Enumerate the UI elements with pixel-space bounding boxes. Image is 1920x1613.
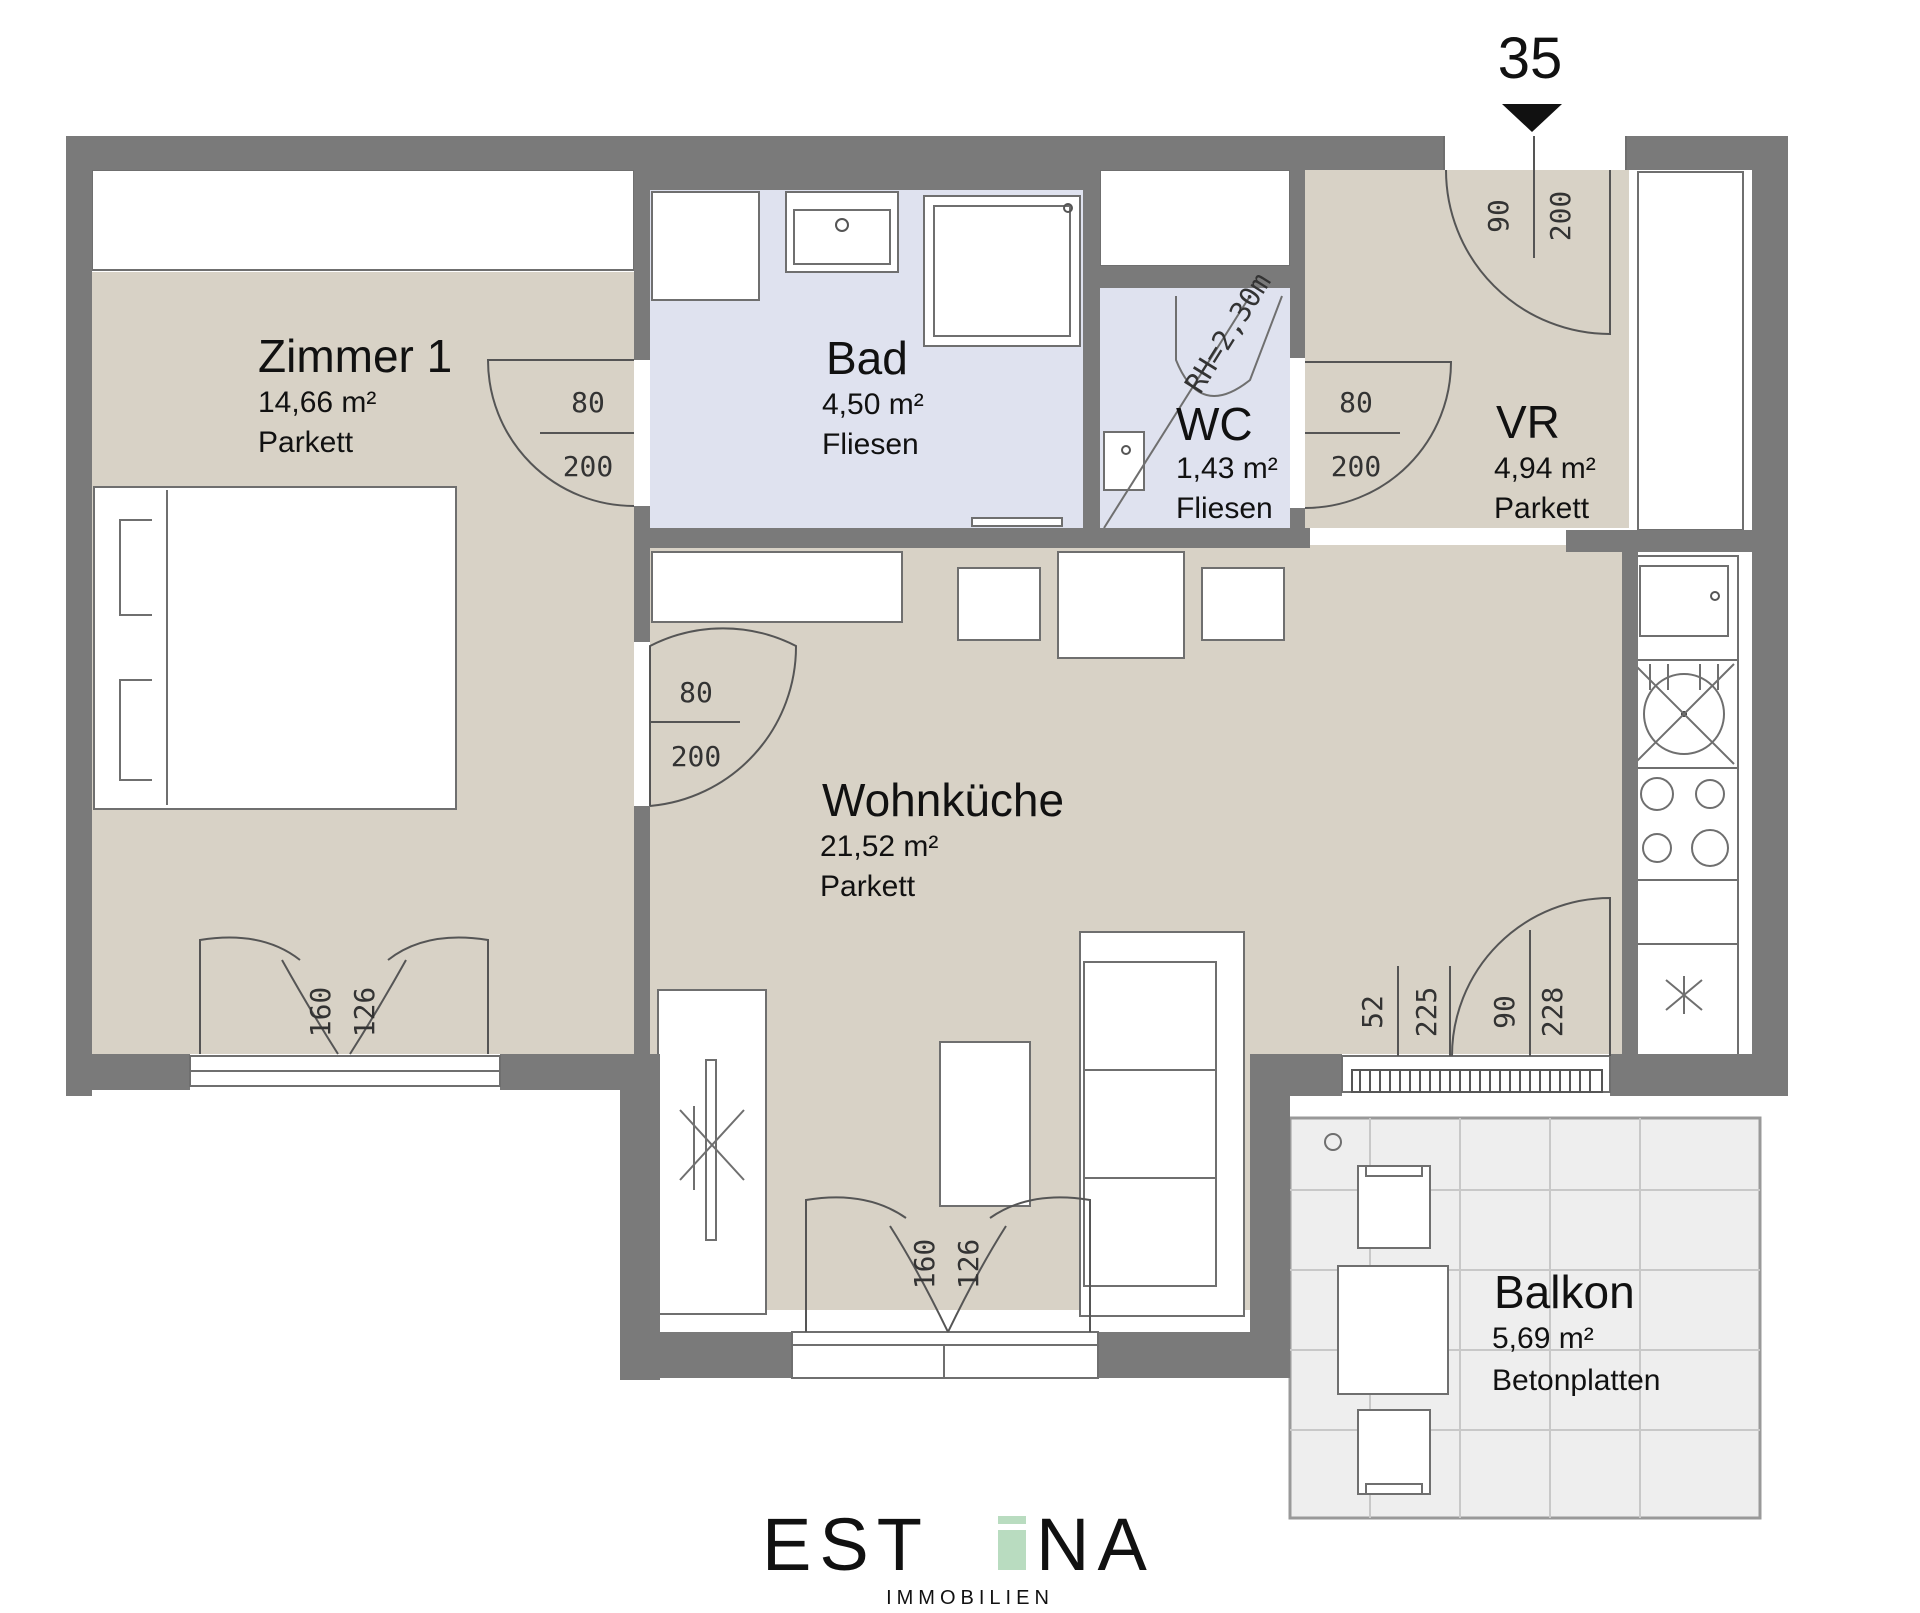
furniture (91, 169, 1744, 1495)
estina-logo: EST NA IMMOBILIEN (762, 1503, 1155, 1609)
room-name: Bad (826, 332, 908, 384)
room-label-wc: WC 1,43 m² Fliesen (1176, 398, 1278, 525)
dim-zimmer-window-h: 126 (348, 987, 381, 1038)
entrance-arrow-icon (1502, 104, 1562, 132)
floor-vr (1305, 170, 1629, 528)
room-area: 5,69 m² (1492, 1322, 1594, 1355)
room-area: 4,50 m² (822, 388, 924, 421)
room-name: Balkon (1494, 1266, 1635, 1318)
room-name: VR (1496, 396, 1560, 448)
logo-accent-icon (998, 1530, 1026, 1570)
door-swings (199, 136, 1611, 1333)
balkon-chair-2 (1357, 1409, 1431, 1495)
room-name: Wohnküche (822, 774, 1064, 826)
room-floor: Parkett (258, 426, 354, 459)
kitchen-counter (1629, 555, 1739, 1057)
dim-wc-door-w: 80 (1339, 386, 1373, 419)
room-area: 4,94 m² (1494, 452, 1596, 485)
balkon-table (1337, 1265, 1449, 1395)
wc-cabinet (1099, 169, 1291, 267)
room-floor: Fliesen (822, 428, 919, 461)
dining-table (1057, 551, 1185, 659)
room-floor: Betonplatten (1492, 1364, 1660, 1397)
room-floor: Fliesen (1176, 492, 1273, 525)
dim-wohn-window-w: 160 (908, 1239, 941, 1290)
sideboard (651, 551, 903, 623)
dim-balcony-door-w: 90 (1488, 995, 1521, 1029)
coffee-table (939, 1041, 1031, 1207)
logo-sub: IMMOBILIEN (886, 1587, 1054, 1609)
dim-balcony-window-w: 52 (1356, 995, 1389, 1029)
dim-zimmer-window-w: 160 (304, 987, 337, 1038)
dim-kitchen-door-h: 200 (671, 740, 722, 773)
walls (66, 136, 1788, 1380)
room-label-zimmer: Zimmer 1 14,66 m² Parkett (258, 330, 452, 459)
vr-wardrobe (1637, 171, 1744, 531)
logo-right: NA (1036, 1503, 1155, 1586)
room-area: 21,52 m² (820, 830, 938, 863)
dim-entrance-h: 200 (1544, 191, 1577, 242)
floor-wohnkueche (650, 545, 1622, 1310)
room-label-bad: Bad 4,50 m² Fliesen (822, 332, 924, 461)
room-floor: Parkett (820, 870, 916, 903)
room-label-wohnkueche: Wohnküche 21,52 m² Parkett (820, 774, 1064, 903)
dim-balcony-window-h: 225 (1410, 987, 1443, 1038)
room-name: WC (1176, 398, 1253, 450)
shower (923, 195, 1081, 347)
bad-rail (971, 517, 1063, 527)
toilet-tank (1103, 431, 1145, 491)
dim-balcony-door-h: 228 (1536, 987, 1569, 1038)
room-area: 14,66 m² (258, 386, 376, 419)
room-name: Zimmer 1 (258, 330, 452, 382)
dim-zimmer-door-h: 200 (563, 450, 614, 483)
bad-cabinet (651, 191, 760, 301)
chair-2 (1201, 567, 1285, 641)
chair-1 (957, 567, 1041, 641)
wardrobe (91, 169, 635, 271)
dim-zimmer-door-w: 80 (571, 386, 605, 419)
dim-entrance-w: 90 (1482, 199, 1515, 233)
sofa (1079, 931, 1245, 1317)
windows (189, 136, 1627, 1379)
tv-lowboard (657, 989, 767, 1315)
entrance-number: 35 (1498, 26, 1563, 91)
dim-wc-door-h: 200 (1331, 450, 1382, 483)
room-label-balkon: Balkon 5,69 m² Betonplatten (1492, 1266, 1660, 1397)
balkon-chair-1 (1357, 1165, 1431, 1249)
dim-kitchen-door-w: 80 (679, 676, 713, 709)
room-area: 1,43 m² (1176, 452, 1278, 485)
room-label-vr: VR 4,94 m² Parkett (1494, 396, 1596, 525)
logo-left: EST (762, 1503, 930, 1586)
dim-wohn-window-h: 126 (952, 1239, 985, 1290)
bed (93, 486, 457, 810)
room-floor: Parkett (1494, 492, 1590, 525)
